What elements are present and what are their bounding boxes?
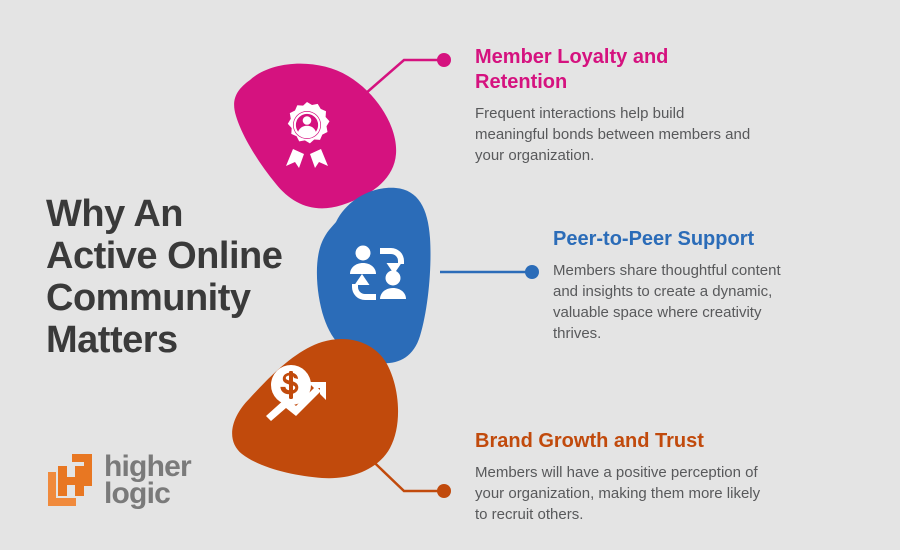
connector-peer [440,265,539,279]
item-brand: Brand Growth and Trust Members will have… [475,429,843,525]
blob-peer [312,186,432,366]
item-brand-body: Members will have a positive perception … [475,464,761,523]
award-badge-person-icon [286,102,330,168]
item-peer: Peer-to-Peer Support Members share thoug… [553,227,853,344]
item-loyalty-body: Frequent interactions help build meaning… [475,105,751,164]
item-loyalty: Member Loyalty and Retention Frequent in… [475,45,831,166]
dollar-coin-growth-arrow-icon [266,365,326,421]
higher-logic-mark-icon [48,454,92,506]
item-loyalty-heading: Member Loyalty and Retention [475,46,669,93]
logo-wordmark: higher logic [104,450,192,510]
brand-logo: higher logic [46,450,192,510]
blob-brand [226,336,406,484]
item-peer-heading: Peer-to-Peer Support [553,228,755,250]
page-title: Why An Active Online Community Matters [46,193,283,361]
two-people-exchange-icon [350,245,406,300]
item-brand-heading: Brand Growth and Trust [475,430,704,452]
item-peer-body: Members share thoughtful content and ins… [553,262,781,342]
blob-loyalty [214,62,400,212]
